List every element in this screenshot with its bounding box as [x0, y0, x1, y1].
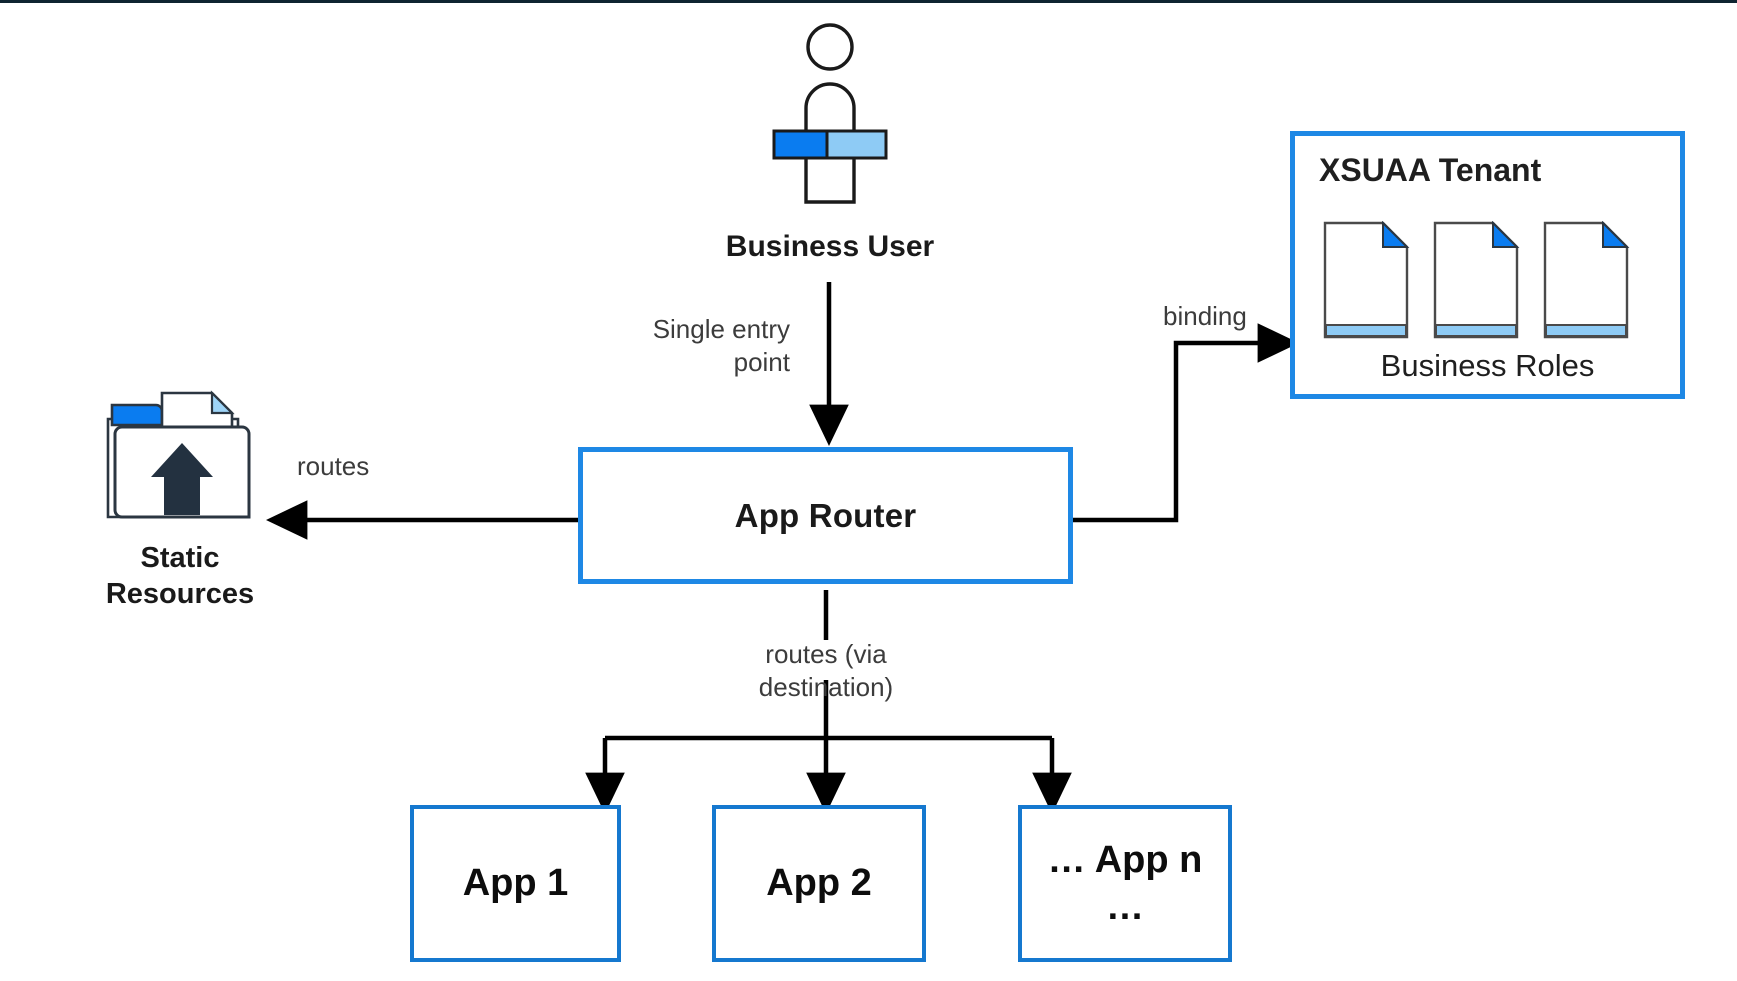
person-icon	[770, 20, 890, 210]
document-icon	[1543, 220, 1631, 344]
app-node-2[interactable]: App 2	[712, 805, 926, 962]
top-divider	[0, 0, 1737, 3]
app-node-1[interactable]: App 1	[410, 805, 621, 962]
business-user-label: Business User	[725, 230, 935, 263]
business-roles-doc-group	[1323, 220, 1631, 344]
edge-label-routes-via-destination: routes (via destination)	[758, 639, 894, 703]
edge-label-routes: routes	[297, 451, 370, 481]
xsuaa-tenant-heading: XSUAA Tenant	[1319, 152, 1542, 188]
edge-router-to-xsuaa	[1073, 323, 1300, 523]
xsuaa-tenant-node[interactable]: XSUAA Tenant	[1290, 131, 1685, 399]
app-node-2-label: App 2	[766, 862, 872, 905]
app-router-label: App Router	[734, 496, 917, 534]
edge-label-single-entry-point: Single entry point	[652, 314, 790, 378]
business-roles-label: Business Roles	[1380, 348, 1595, 383]
app-router-node[interactable]: App Router	[578, 447, 1073, 584]
edge-label-binding: binding	[1163, 301, 1247, 331]
document-icon	[1433, 220, 1521, 344]
app-node-n-label: … App n …	[1047, 839, 1203, 928]
static-resources-label: Static Resources	[105, 542, 255, 611]
app-node-1-label: App 1	[462, 862, 569, 905]
document-icon	[1323, 220, 1411, 344]
folder-upload-icon	[100, 385, 260, 525]
app-node-n[interactable]: … App n …	[1018, 805, 1232, 962]
